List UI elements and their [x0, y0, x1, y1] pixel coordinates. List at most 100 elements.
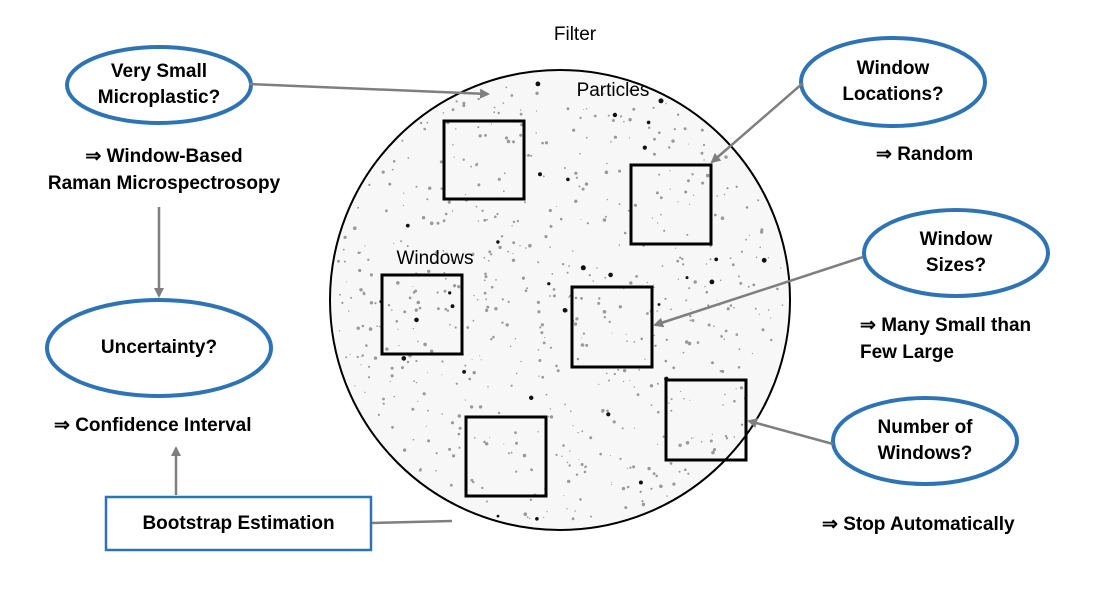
particle-dot	[529, 517, 531, 520]
particle-dot	[596, 267, 598, 269]
particle-dot	[392, 160, 396, 163]
particle-dot	[585, 136, 588, 139]
particle-dot	[428, 186, 432, 190]
particle-dot	[719, 279, 722, 282]
particle-dot	[496, 514, 500, 518]
particle-dot	[579, 152, 581, 155]
particle-dot	[514, 338, 517, 340]
particle-dot	[688, 287, 691, 290]
bootstrap-to-filter-line	[371, 519, 453, 525]
particle-dot	[368, 183, 371, 186]
number-of-windows-ellipse	[831, 396, 1019, 486]
particle-dot	[498, 245, 502, 250]
particle-dot	[411, 407, 415, 411]
particle-dot	[542, 341, 546, 345]
particle-dot	[483, 291, 487, 295]
particle-dot	[443, 271, 446, 274]
particle-dot	[770, 338, 773, 342]
particle-dot	[364, 391, 366, 394]
particle-dot	[583, 470, 587, 474]
particle-dot	[626, 467, 628, 469]
particle-dot	[483, 218, 487, 222]
particle-dot	[516, 220, 520, 223]
particle-dot	[572, 128, 576, 132]
particle-dot	[489, 437, 491, 439]
particle-dot	[606, 409, 609, 413]
particle-dot	[569, 450, 571, 452]
particle-dot	[700, 151, 704, 155]
particle-dot	[454, 326, 457, 329]
particle-dot	[739, 386, 744, 390]
particle-dot	[737, 275, 740, 278]
particle-dot	[390, 366, 394, 370]
particle-dot	[549, 246, 551, 248]
particle-dot	[580, 463, 584, 466]
particle-dot	[457, 432, 461, 436]
particle-dot	[519, 133, 523, 137]
particle-dot	[418, 468, 422, 472]
particle-dot	[445, 252, 449, 256]
particle-dot	[733, 436, 736, 438]
particle-dot	[417, 340, 419, 343]
particle-dot	[724, 329, 728, 333]
particle-dot	[578, 185, 581, 188]
particle-dot	[481, 209, 484, 212]
particle-dot	[755, 256, 758, 259]
particle-dot	[585, 343, 589, 347]
particle-dot	[580, 219, 582, 220]
particle-dot	[733, 399, 736, 403]
particle-dot	[656, 310, 658, 312]
particle-dot	[636, 393, 640, 396]
particle-dot	[484, 275, 488, 279]
particle-dot	[419, 121, 423, 125]
particle-dot	[403, 310, 407, 314]
bootstrap-box	[104, 495, 373, 552]
particle-dot	[682, 263, 685, 266]
particle-dot	[633, 203, 638, 207]
particle-dot	[562, 444, 565, 447]
particle-dot	[455, 382, 458, 385]
particle-dot	[722, 404, 724, 406]
particle-dot	[606, 372, 608, 375]
particle-dot	[662, 435, 665, 438]
particle-dot	[668, 402, 670, 404]
particle-dot	[653, 152, 656, 156]
particle-dot	[421, 216, 426, 220]
particle-dot	[653, 286, 655, 289]
particle-dot	[641, 500, 644, 503]
particle-dot	[731, 263, 735, 267]
particle-dot	[464, 399, 466, 401]
particle-dot	[492, 335, 495, 339]
particle-dot	[724, 434, 728, 438]
particle-dot	[711, 450, 715, 455]
particle-dot	[462, 158, 465, 161]
particle-dot	[663, 229, 666, 232]
particle-dot	[573, 322, 578, 326]
particle-dot	[396, 281, 400, 285]
particle-dot	[415, 185, 418, 188]
particle-dot	[740, 423, 744, 426]
particle-dot	[395, 320, 399, 323]
particle-dot	[648, 126, 651, 129]
particle-dot	[677, 278, 680, 280]
particle-dot	[427, 372, 429, 374]
particle-dot	[497, 411, 501, 415]
particle-dot	[393, 395, 396, 398]
particle-dot	[701, 181, 705, 185]
particle-dot	[758, 313, 760, 315]
particle-dot	[346, 281, 348, 283]
arrow-to-particles	[248, 82, 490, 99]
particle-dot	[552, 294, 556, 298]
particle-dot	[477, 220, 480, 222]
particle-dot	[338, 330, 341, 332]
particle-dot	[752, 283, 756, 287]
particle-dot	[423, 342, 427, 347]
particle-dot	[683, 398, 685, 400]
particle-dot	[451, 210, 454, 212]
particle-dot	[444, 212, 448, 216]
particle-dot	[360, 364, 362, 366]
particle-dot	[472, 371, 476, 375]
particle-dot	[462, 101, 466, 105]
particle-dot	[414, 308, 418, 312]
particle-dot	[504, 136, 509, 140]
